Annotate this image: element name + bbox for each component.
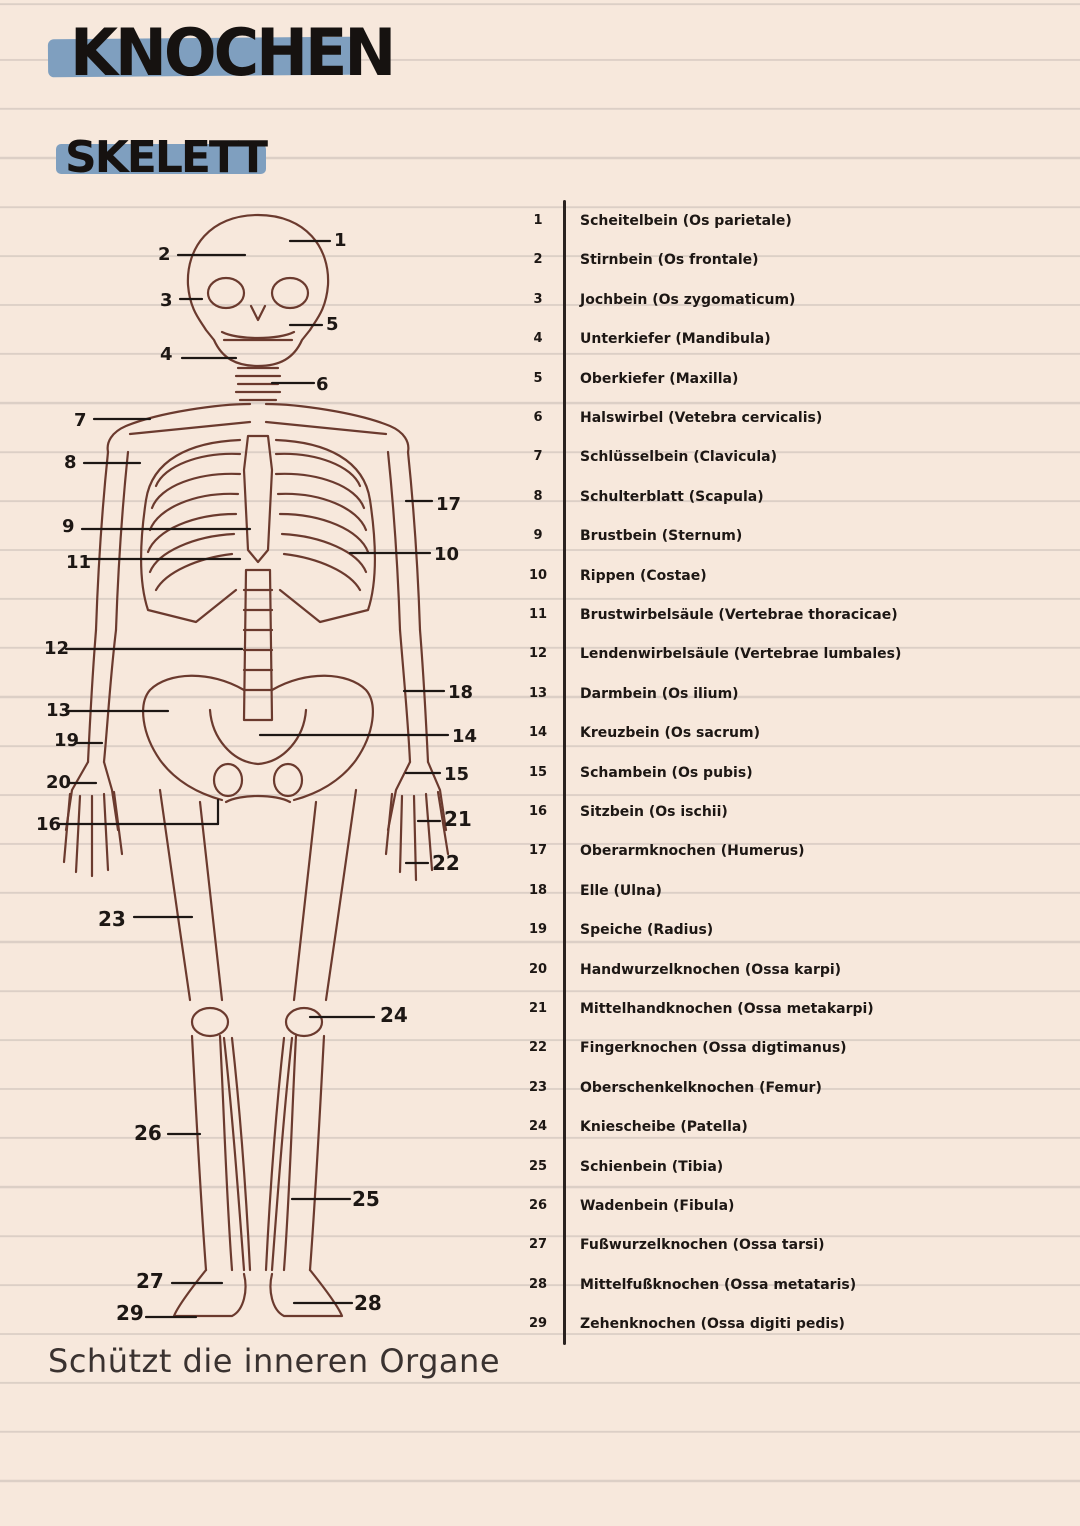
- legend-number: 1: [533, 213, 543, 228]
- diagram-label: 9: [62, 516, 75, 537]
- legend-name: Oberarmknochen (Humerus): [580, 843, 805, 860]
- legend-name: Elle (Ulna): [580, 882, 662, 899]
- section-subtitle: SKELETT: [56, 132, 268, 185]
- legend-number: 10: [528, 567, 548, 583]
- diagram-label: 4: [160, 344, 173, 365]
- legend-number: 21: [528, 1001, 548, 1016]
- legend-number: 2: [533, 252, 543, 268]
- legend-name: Schulterblatt (Scapula): [580, 488, 764, 505]
- legend-name: Rippen (Costae): [580, 567, 707, 584]
- legend-name: Schambein (Os pubis): [580, 764, 753, 781]
- diagram-label: 16: [36, 814, 61, 835]
- diagram-label: 20: [46, 772, 71, 793]
- legend-name: Brustbein (Sternum): [580, 528, 743, 545]
- legend-number: 20: [528, 961, 548, 977]
- legend-name: Jochbein (Os zygomaticum): [580, 291, 796, 308]
- legend-name: Kreuzbein (Os sacrum): [580, 725, 760, 742]
- diagram-label: 22: [432, 851, 460, 875]
- legend-name: Brustwirbelsäule (Vertebrae thoracicae): [580, 607, 898, 623]
- diagram-label: 25: [352, 1187, 380, 1211]
- legend-number: 27: [528, 1237, 548, 1253]
- legend-name: Mittelhandknochen (Ossa metakarpi): [580, 1001, 874, 1017]
- diagram-label: 29: [116, 1301, 144, 1325]
- legend-name: Schienbein (Tibia): [580, 1158, 724, 1175]
- diagram-label: 12: [44, 638, 69, 659]
- legend-name: Speiche (Radius): [580, 922, 714, 939]
- legend-name: Lendenwirbelsäule (Vertebrae lumbales): [580, 646, 902, 663]
- diagram-label: 6: [316, 374, 329, 395]
- diagram-label: 15: [444, 764, 469, 785]
- diagram-label: 19: [54, 730, 79, 751]
- legend-name: Mittelfußknochen (Ossa metataris): [580, 1276, 857, 1293]
- legend-number: 6: [533, 410, 543, 425]
- legend-number: 19: [528, 922, 548, 938]
- diagram-label: 5: [326, 314, 339, 335]
- legend-name: Kniescheibe (Patella): [580, 1119, 748, 1136]
- legend-name: Unterkiefer (Mandibula): [580, 331, 771, 348]
- legend-name: Oberschenkelknochen (Femur): [580, 1079, 822, 1096]
- legend-number: 22: [528, 1040, 548, 1056]
- legend-name: Sitzbein (Os ischii): [580, 804, 728, 820]
- legend-number: 11: [528, 607, 548, 622]
- legend-number: 4: [533, 331, 543, 347]
- legend-name: Handwurzelknochen (Ossa karpi): [580, 961, 842, 978]
- legend-number: 17: [528, 843, 548, 859]
- diagram-label: 26: [134, 1121, 162, 1145]
- legend-number: 24: [528, 1119, 548, 1135]
- legend-divider: [563, 200, 566, 1345]
- diagram-label: 21: [444, 807, 472, 831]
- legend-number: 23: [528, 1079, 548, 1095]
- subtitle-highlight: [56, 144, 266, 174]
- legend-number: 7: [533, 449, 543, 465]
- footer-note: Schützt die inneren Organe: [48, 1342, 500, 1380]
- legend-number: 12: [528, 646, 548, 662]
- legend-number: 9: [533, 528, 543, 544]
- diagram-label: 2: [158, 244, 171, 265]
- diagram-label: 17: [436, 494, 461, 515]
- page-title: KNOCHEN: [46, 14, 396, 91]
- legend-number: 14: [528, 725, 548, 741]
- subtitle-text: SKELETT: [65, 132, 268, 183]
- diagram-label: 13: [46, 700, 71, 721]
- diagram-label: 8: [64, 452, 77, 473]
- skeleton-drawing: [62, 213, 450, 1318]
- legend-name: Schlüsselbein (Clavicula): [580, 449, 777, 466]
- diagram-label: 7: [74, 410, 87, 431]
- diagram-label: 18: [448, 682, 473, 703]
- legend-name: Oberkiefer (Maxilla): [580, 370, 739, 387]
- diagram-label: 11: [66, 552, 91, 573]
- legend-name: Halswirbel (Vetebra cervicalis): [580, 410, 823, 426]
- legend-name: Zehenknochen (Ossa digiti pedis): [580, 1316, 845, 1333]
- diagram-label: 10: [434, 544, 459, 565]
- legend-name: Fingerknochen (Ossa digtimanus): [580, 1040, 847, 1057]
- legend-number: 29: [528, 1316, 548, 1332]
- legend-number: 28: [528, 1276, 548, 1292]
- legend-number: 16: [528, 804, 548, 819]
- legend-number: 3: [533, 291, 543, 307]
- legend-name: Wadenbein (Fibula): [580, 1198, 735, 1214]
- diagram-label: 1: [334, 230, 347, 251]
- legend-number: 15: [528, 764, 548, 780]
- diagram-label: 24: [380, 1003, 408, 1027]
- legend-number: 5: [533, 370, 543, 386]
- legend-name: Stirnbein (Os frontale): [580, 252, 759, 269]
- legend-number: 18: [528, 882, 548, 898]
- leader-lines: [56, 239, 450, 1319]
- legend-name: Fußwurzelknochen (Ossa tarsi): [580, 1237, 825, 1254]
- title-text: KNOCHEN: [70, 14, 396, 91]
- diagram-label: 3: [160, 290, 173, 311]
- legend-number: 25: [528, 1158, 548, 1174]
- diagram-label: 28: [354, 1291, 382, 1315]
- legend-number: 26: [528, 1198, 548, 1213]
- legend-name: Scheitelbein (Os parietale): [580, 213, 792, 229]
- legend-number: 8: [533, 488, 543, 504]
- legend-name: Darmbein (Os ilium): [580, 685, 739, 702]
- diagram-label: 27: [136, 1269, 164, 1293]
- diagram-label: 14: [452, 726, 477, 747]
- diagram-label: 23: [98, 907, 126, 931]
- legend-number: 13: [528, 685, 548, 701]
